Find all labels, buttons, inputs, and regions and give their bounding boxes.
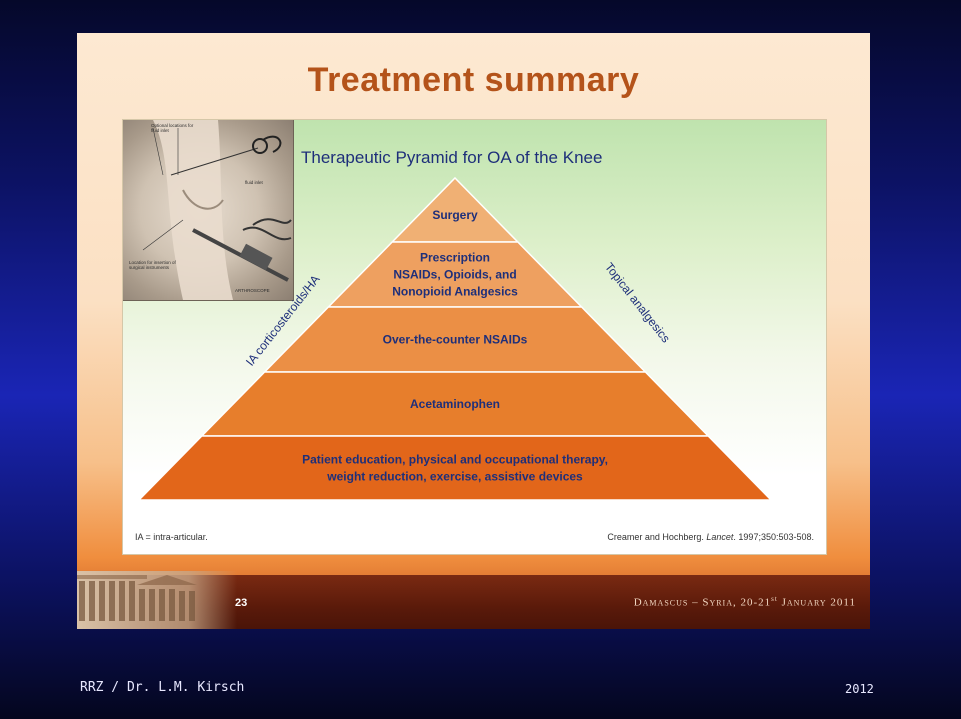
citation: Creamer and Hochberg. Lancet. 1997;350:5… — [607, 532, 814, 542]
pyramid-tier-5 — [139, 436, 771, 500]
pyramid-tier-1-label: Surgery — [432, 208, 478, 222]
pyramid-tier-2-label: Nonopioid Analgesics — [392, 285, 518, 299]
conference-label: Damascus – Syria, 20-21st January 2011 — [634, 595, 856, 609]
pyramid-tier-5-label: weight reduction, exercise, assistive de… — [326, 470, 583, 484]
slide-number: 23 — [235, 597, 247, 609]
pyramid-tier-4-label: Acetaminophen — [410, 397, 500, 411]
conference-month: January 2011 — [778, 597, 856, 609]
slide-title: Treatment summary — [77, 61, 870, 100]
pyramid-tier-2-label: Prescription — [420, 251, 490, 265]
citation-journal: Lancet — [706, 532, 733, 542]
pyramid-tier-5-label: Patient education, physical and occupati… — [302, 453, 608, 467]
pyramid-figure: Optional locations for fluid inlet fluid… — [122, 119, 827, 555]
slide: Treatment summary Optional locations for… — [77, 33, 870, 629]
conference-location: Damascus – Syria, 20-21 — [634, 597, 771, 609]
mosque-illustration — [77, 551, 237, 629]
conference-ordinal: st — [771, 595, 778, 603]
footnote: IA = intra-articular. — [135, 532, 208, 542]
presentation-year: 2012 — [845, 682, 874, 696]
presentation-author: RRZ / Dr. L.M. Kirsch — [80, 680, 244, 695]
pyramid-tier-3-label: Over-the-counter NSAIDs — [383, 333, 528, 347]
citation-details: . 1997;350:503-508. — [733, 532, 814, 542]
citation-authors: Creamer and Hochberg. — [607, 532, 706, 542]
pyramid-tier-2-label: NSAIDs, Opioids, and — [393, 268, 516, 282]
